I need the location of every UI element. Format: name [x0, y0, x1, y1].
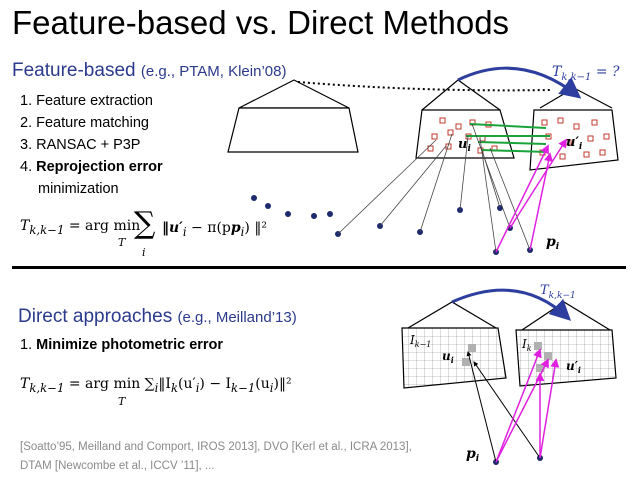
u-prime-i-label-top: u′i: [566, 135, 583, 152]
feature-step-2: 2. Feature matching: [20, 115, 149, 131]
u-prime-i-label-bottom: u′i: [566, 359, 581, 375]
feature-eq-sum-sub: i: [142, 246, 146, 259]
p-i-label-top: pi: [546, 234, 560, 252]
feature-equation: Tk,k−1 = arg min: [20, 218, 141, 237]
feature-eq-sum: ∑: [134, 206, 156, 241]
camera-left-top: [227, 79, 359, 153]
camera-path-dotted: [297, 81, 551, 92]
projection-lines-bottom: [466, 351, 541, 463]
feature-step-3: 3. RANSAC + P3P: [20, 137, 141, 153]
direct-equation: Tk,k−1 = arg min ∑i‖Ik(u′i) − Ik−1(ui)‖²: [20, 376, 292, 395]
direct-eq-argmin-sub: T: [118, 395, 126, 408]
transform-label-bottom: Tk,k−1: [540, 283, 576, 301]
feature-match-lines: [466, 123, 550, 153]
transform-arc-bottom: [451, 288, 572, 321]
feature-step-4-bold: Reprojection error: [36, 159, 163, 175]
direct-heading-text: Direct approaches: [18, 306, 173, 327]
I-k-minus-1-label: Ik−1: [409, 333, 431, 349]
transform-label-top: Tk,k−1 = ?: [552, 64, 620, 83]
direct-step-1: 1. Minimize photometric error: [20, 337, 224, 353]
feature-based-heading: Feature-based (e.g., PTAM, Klein’08): [12, 60, 286, 82]
feature-steps-list: 1. Feature extraction 2. Feature matchin…: [20, 90, 163, 200]
feature-step-1: 1. Feature extraction: [20, 93, 153, 109]
page-title: Feature-based vs. Direct Methods: [12, 4, 510, 41]
feature-step-4-rest: minimization: [38, 181, 119, 197]
points-3d-bottom: [493, 455, 543, 465]
projection-lines-top: [337, 123, 531, 253]
camera-k-minus-1-bottom: [401, 301, 507, 389]
feature-step-4: 4. Reprojection error: [20, 159, 163, 175]
section-divider: [12, 266, 626, 269]
references-text: [Soatto’95, Meilland and Comport, IROS 2…: [20, 441, 412, 472]
image-patches-bottom: [462, 342, 552, 372]
I-k-label: Ik: [521, 337, 532, 353]
u-i-label-top: ui: [458, 137, 471, 154]
u-i-label-bottom: ui: [442, 349, 454, 365]
direct-heading: Direct approaches (e.g., Meilland’13): [18, 306, 297, 328]
feature-eq-body: ‖u′i − π(ppi) ‖²: [162, 220, 267, 239]
points-3d-top: [251, 195, 533, 255]
direct-refs: (e.g., Meilland’13): [177, 309, 297, 326]
feature-based-refs: (e.g., PTAM, Klein’08): [140, 63, 287, 80]
feature-eq-argmin-sub: T: [118, 236, 126, 249]
magenta-lines-bottom: [495, 348, 560, 463]
feature-based-heading-text: Feature-based: [12, 60, 136, 81]
direct-step-1-bold: Minimize photometric error: [36, 337, 224, 353]
p-i-label-bottom: pi: [466, 446, 480, 464]
transform-arc-top: [457, 66, 582, 99]
magenta-lines-top: [495, 138, 567, 253]
